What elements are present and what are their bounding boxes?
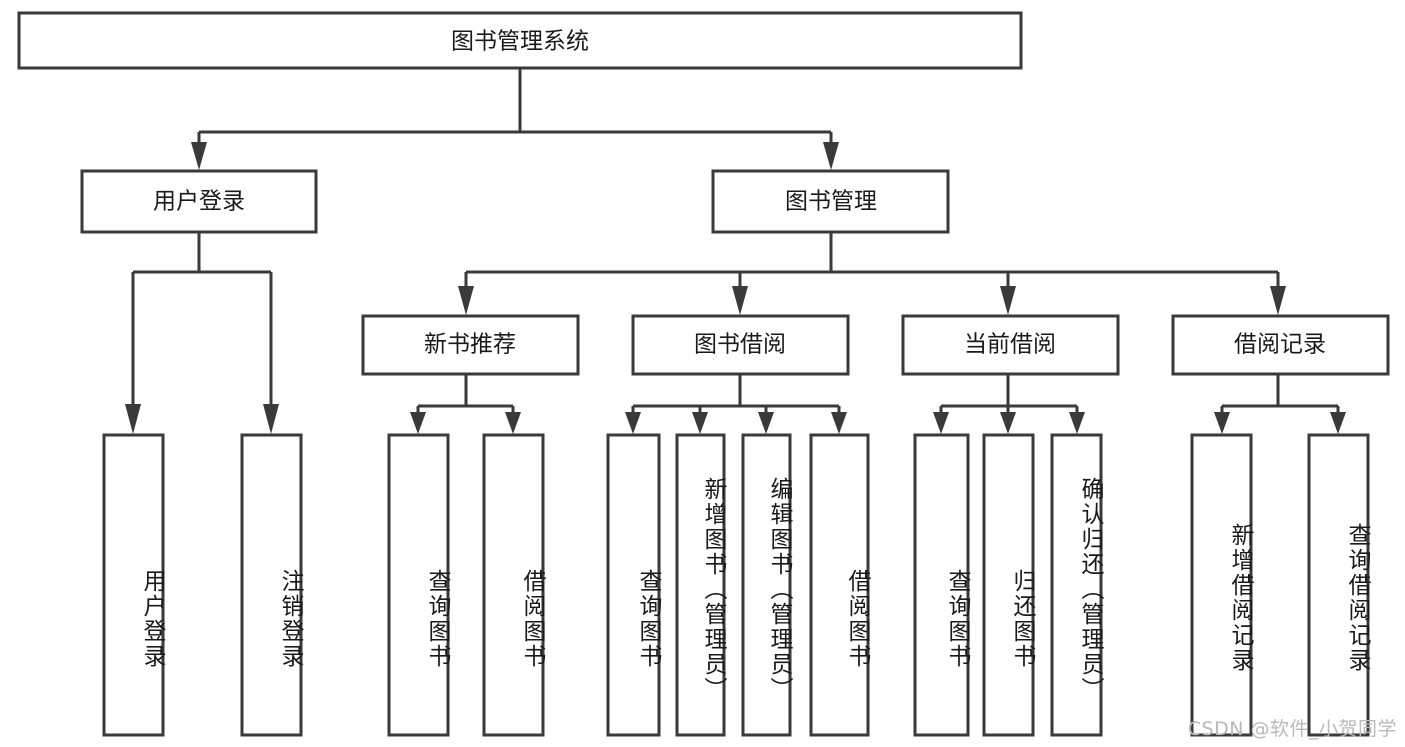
arrowhead-record-leaf1	[1214, 412, 1230, 434]
node-current-borrow-box[interactable]	[901, 314, 1120, 376]
leaf-box-user-login[interactable]	[102, 433, 165, 737]
arrowhead-borrow-leaf4	[831, 412, 847, 434]
node-book-borrow[interactable]: 图书借阅	[631, 314, 850, 376]
node-new-book-recommend-label: 新书推荐	[424, 332, 516, 358]
connector-group-root-to-level2	[191, 68, 839, 170]
leaf-box-query-book-recommend[interactable]	[387, 433, 450, 737]
node-root-box[interactable]	[17, 11, 1023, 70]
leaf-box-query-book-current[interactable]	[913, 433, 970, 737]
connector-group-user-login-to-leaves	[125, 232, 279, 434]
arrowhead-current-leaf3	[1069, 412, 1085, 434]
arrowhead-current-leaf2	[1000, 412, 1016, 434]
arrowhead-record	[1270, 286, 1286, 315]
connector-group-current-to-leaves	[933, 374, 1085, 434]
arrowhead-recommend-leaf2	[505, 412, 521, 434]
arrowhead-user-login	[191, 142, 207, 170]
leaf-box-query-borrow-record[interactable]	[1307, 433, 1370, 737]
connector-group-book-manage-to-level3	[458, 232, 1286, 315]
connector-group-recommend-to-leaves	[410, 374, 521, 434]
node-root-label: 图书管理系统	[451, 29, 589, 55]
arrowhead-leaf-user-login	[125, 404, 141, 434]
arrowhead-leaf-logout	[263, 404, 279, 434]
arrowhead-borrow-leaf2	[692, 412, 708, 434]
node-current-borrow[interactable]: 当前借阅	[901, 314, 1120, 376]
arrowhead-current-leaf1	[933, 412, 949, 434]
connector-group-borrow-to-leaves	[625, 374, 847, 434]
arrowhead-recommend	[458, 286, 474, 315]
leaf-box-edit-book-admin[interactable]	[741, 433, 792, 737]
node-current-borrow-label: 当前借阅	[964, 332, 1056, 358]
node-user-login-box[interactable]	[80, 169, 318, 234]
node-borrow-record-label: 借阅记录	[1234, 332, 1326, 358]
node-book-borrow-box[interactable]	[631, 314, 850, 376]
node-book-manage[interactable]: 图书管理	[711, 169, 950, 234]
node-new-book-recommend-box[interactable]	[361, 314, 580, 376]
node-borrow-record-box[interactable]	[1171, 314, 1390, 376]
arrowhead-borrow	[732, 286, 748, 315]
leaf-box-add-book-admin[interactable]	[675, 433, 726, 737]
csdn-watermark: CSDN @软件_小贺同学	[1187, 718, 1397, 740]
node-book-manage-box[interactable]	[711, 169, 950, 234]
node-book-borrow-label: 图书借阅	[694, 332, 786, 358]
leaf-box-borrow-book-recommend[interactable]	[482, 433, 545, 737]
arrowhead-borrow-leaf3	[758, 412, 774, 434]
arrowhead-borrow-leaf1	[625, 412, 641, 434]
arrowhead-recommend-leaf1	[410, 412, 426, 434]
arrowhead-book-manage	[823, 142, 839, 170]
leaf-box-logout[interactable]	[240, 433, 303, 737]
node-borrow-record[interactable]: 借阅记录	[1171, 314, 1390, 376]
arrowhead-record-leaf2	[1330, 412, 1346, 434]
leaf-box-confirm-return-admin[interactable]	[1050, 433, 1103, 737]
node-user-login[interactable]: 用户登录	[80, 169, 318, 234]
node-book-manage-label: 图书管理	[785, 189, 877, 215]
arrowhead-current	[1000, 286, 1016, 315]
leaf-box-query-book-borrow[interactable]	[606, 433, 661, 737]
leaf-box-return-book[interactable]	[982, 433, 1035, 737]
node-user-login-label: 用户登录	[153, 189, 245, 215]
node-root[interactable]: 图书管理系统	[17, 11, 1023, 70]
leaf-box-add-borrow-record[interactable]	[1190, 433, 1253, 737]
node-new-book-recommend[interactable]: 新书推荐	[361, 314, 580, 376]
connector-group-record-to-leaves	[1214, 374, 1346, 434]
leaf-box-borrow-book[interactable]	[809, 433, 870, 737]
